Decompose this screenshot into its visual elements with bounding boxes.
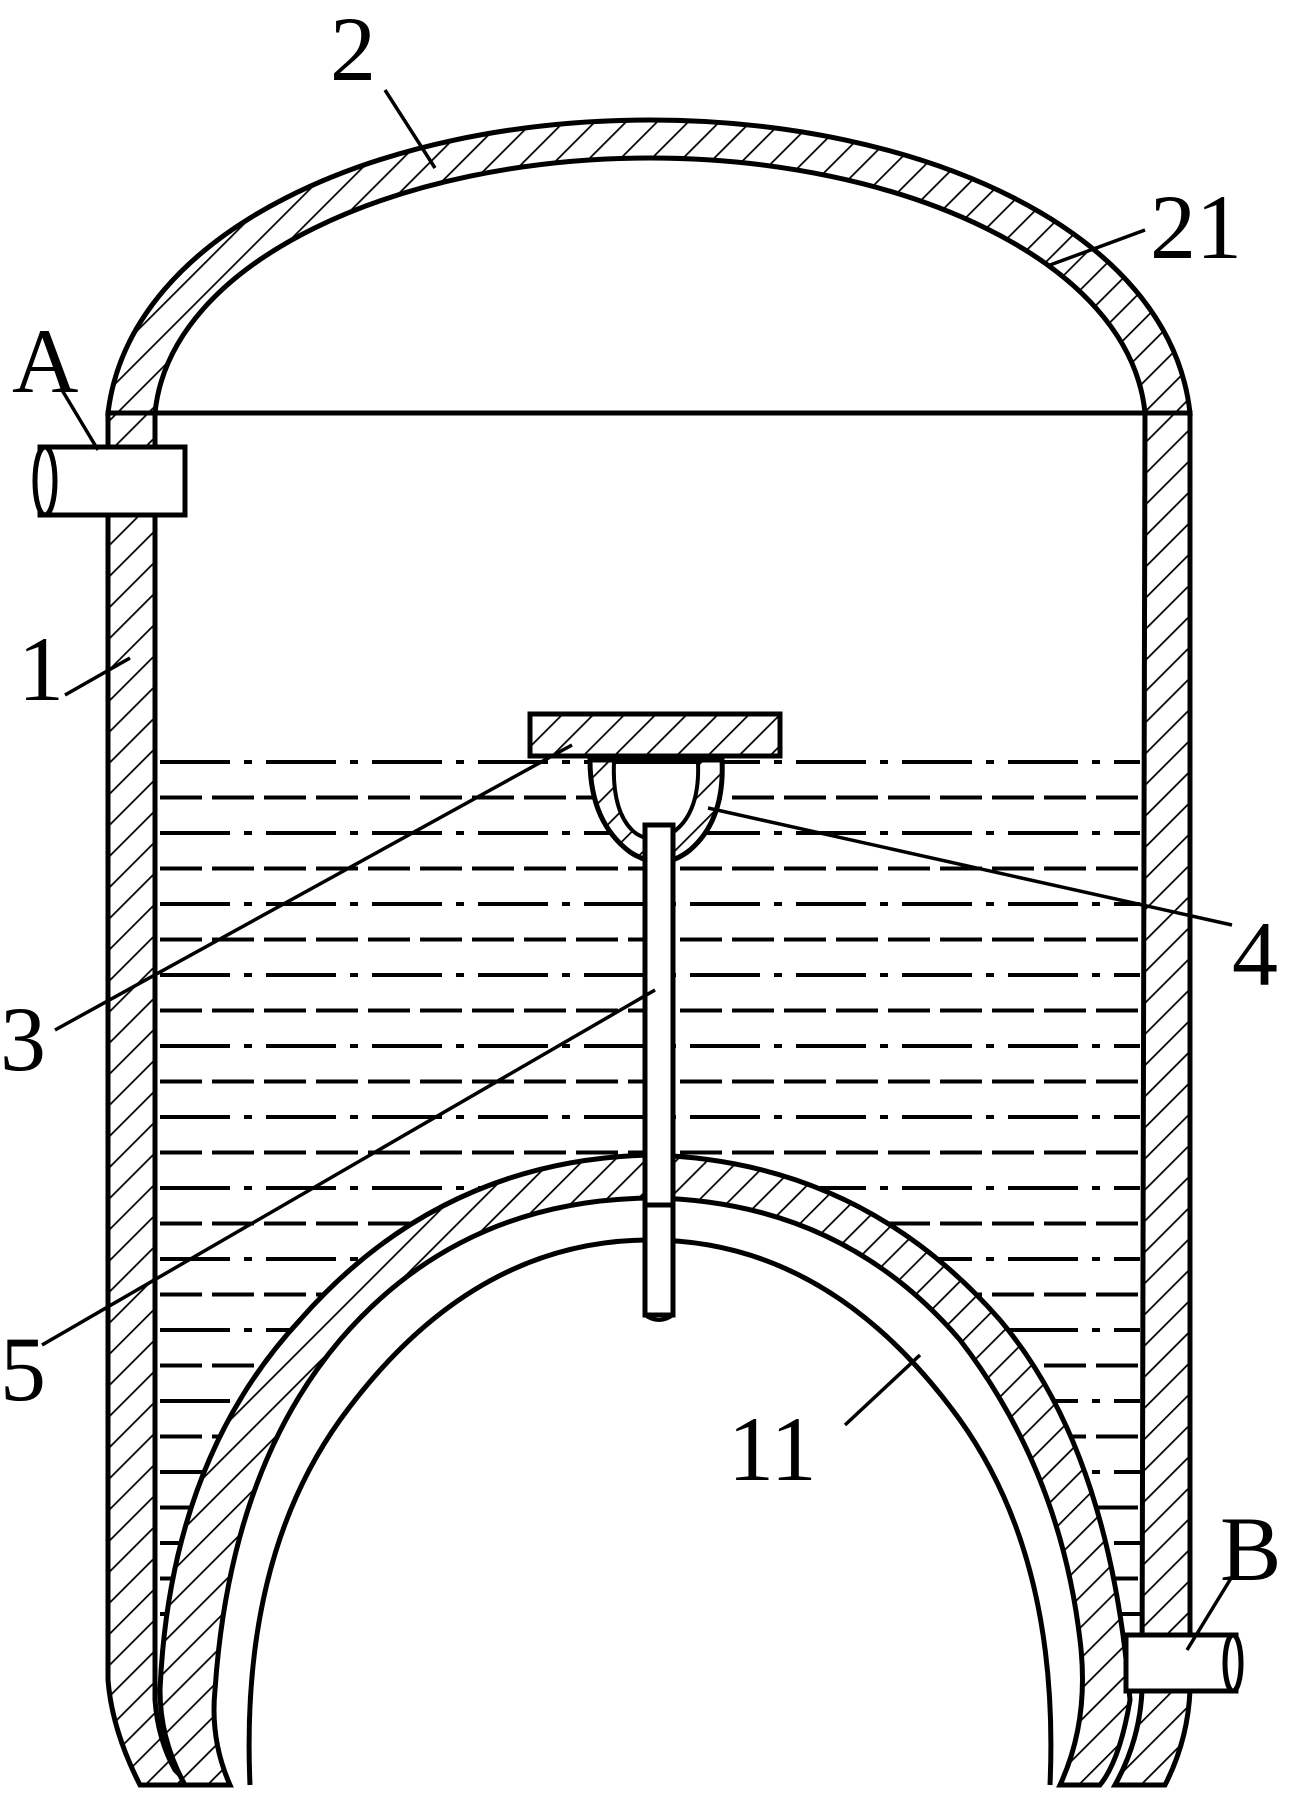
label-3: 3 (0, 988, 46, 1090)
right-wall (1110, 410, 1193, 1788)
guide-rod-tip (643, 1313, 675, 1322)
label-1: 1 (18, 618, 64, 720)
leader-1 (64, 656, 131, 697)
port-a (32, 444, 188, 518)
leader-2 (383, 89, 437, 169)
label-4: 4 (1232, 903, 1278, 1005)
leader-a (60, 389, 100, 451)
leader-3 (54, 743, 573, 1032)
label-b: B (1220, 1498, 1281, 1600)
leader-21 (1049, 228, 1146, 267)
label-11: 11 (728, 1398, 817, 1500)
guide-rod (642, 822, 676, 1318)
label-a: A (12, 310, 78, 412)
port-b (1123, 1632, 1244, 1694)
leader-5 (41, 988, 656, 1347)
float-plate (527, 711, 783, 759)
left-wall (105, 410, 197, 1788)
leader-b (1185, 1574, 1235, 1651)
inner-arch-edge (246, 1237, 1054, 1786)
inner-arch (157, 1152, 1133, 1788)
leader-4 (707, 806, 1233, 927)
label-5: 5 (0, 1318, 46, 1420)
leader-11 (843, 1353, 922, 1427)
label-21: 21 (1150, 176, 1242, 278)
label-2: 2 (330, 0, 376, 100)
dome-cap (105, 117, 1193, 416)
leader-lines (41, 89, 1235, 1651)
